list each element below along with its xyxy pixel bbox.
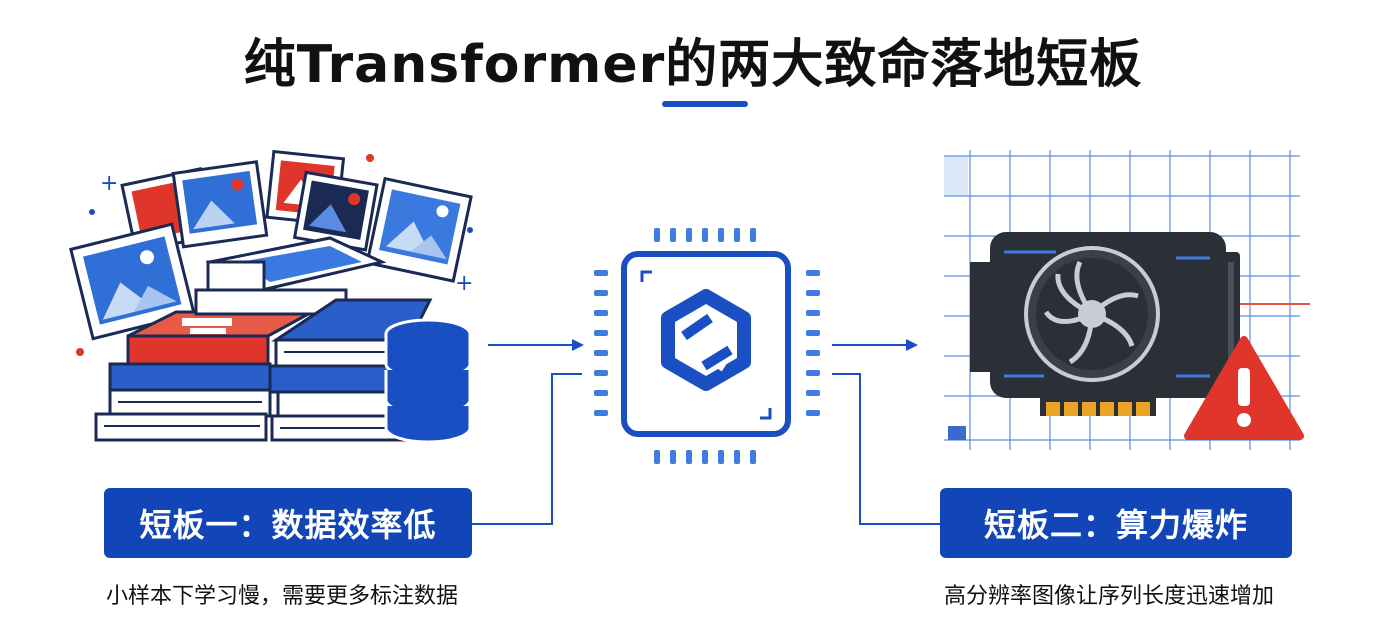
book-stack-icon — [94, 236, 433, 442]
page-title: 纯Transformer的两大致命落地短板 — [243, 35, 1143, 95]
gpu-card-icon — [970, 232, 1240, 416]
shortcoming-one-caption: 小样本下学习慢，需要更多标注数据 — [106, 584, 459, 609]
svg-text:+: + — [100, 171, 118, 196]
svg-text:+: + — [455, 271, 473, 296]
database-icon — [384, 318, 472, 444]
warning-icon — [1184, 336, 1304, 440]
title-underline — [662, 101, 748, 107]
arrow-right-icon — [572, 339, 584, 351]
image-stack-icon: + + — [69, 149, 473, 356]
connector-left — [472, 344, 582, 525]
shortcoming-two-badge: 短板二：算力爆炸 — [940, 488, 1292, 558]
shortcoming-one-badge: 短板一：数据效率低 — [104, 488, 472, 558]
transformer-chip-icon — [594, 228, 820, 464]
connector-right — [832, 344, 940, 525]
arrow-right-icon — [906, 339, 918, 351]
shortcoming-two-caption: 高分辨率图像让序列长度迅速增加 — [944, 584, 1275, 609]
